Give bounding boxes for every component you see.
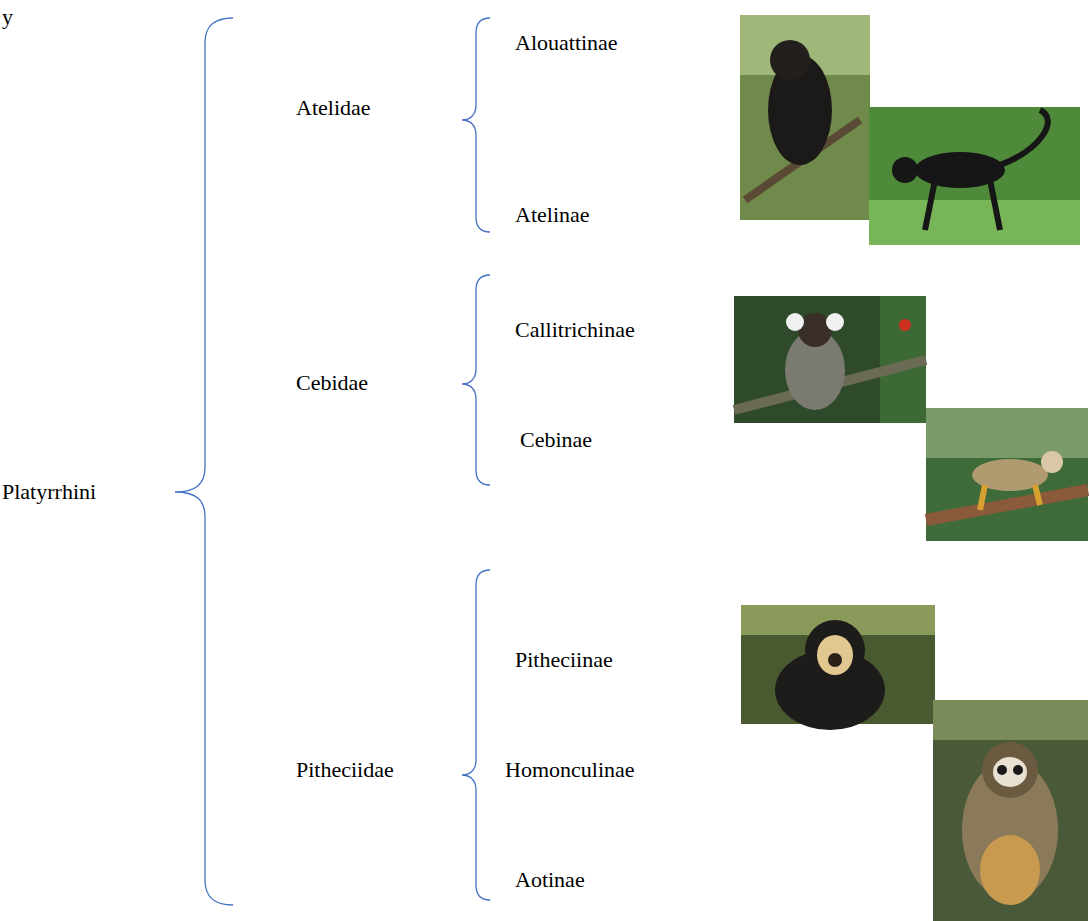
subfamily-label: Callitrichinae xyxy=(515,317,635,343)
family-label: Cebidae xyxy=(296,370,368,396)
subfamily-label: Atelinae xyxy=(515,202,590,228)
subfamily-label: Pitheciinae xyxy=(515,647,613,673)
family-label: Pitheciidae xyxy=(296,757,394,783)
monkey-photo xyxy=(933,700,1088,921)
text-fragment: y xyxy=(2,4,13,30)
family-label: Atelidae xyxy=(296,95,371,121)
subfamily-label: Alouattinae xyxy=(515,30,618,56)
brace xyxy=(462,18,490,232)
infraorder-label: Platyrrhini xyxy=(2,479,96,505)
monkey-photo xyxy=(734,296,926,423)
subfamily-label: Cebinae xyxy=(520,427,592,453)
brace xyxy=(175,18,233,905)
monkey-photo xyxy=(869,107,1080,245)
subfamily-label: Homonculinae xyxy=(505,757,635,783)
subfamily-label: Aotinae xyxy=(515,867,585,893)
brace xyxy=(462,275,490,485)
monkey-photo xyxy=(926,408,1088,541)
monkey-photo xyxy=(741,605,935,730)
brace xyxy=(462,570,490,900)
monkey-photo xyxy=(740,15,870,220)
